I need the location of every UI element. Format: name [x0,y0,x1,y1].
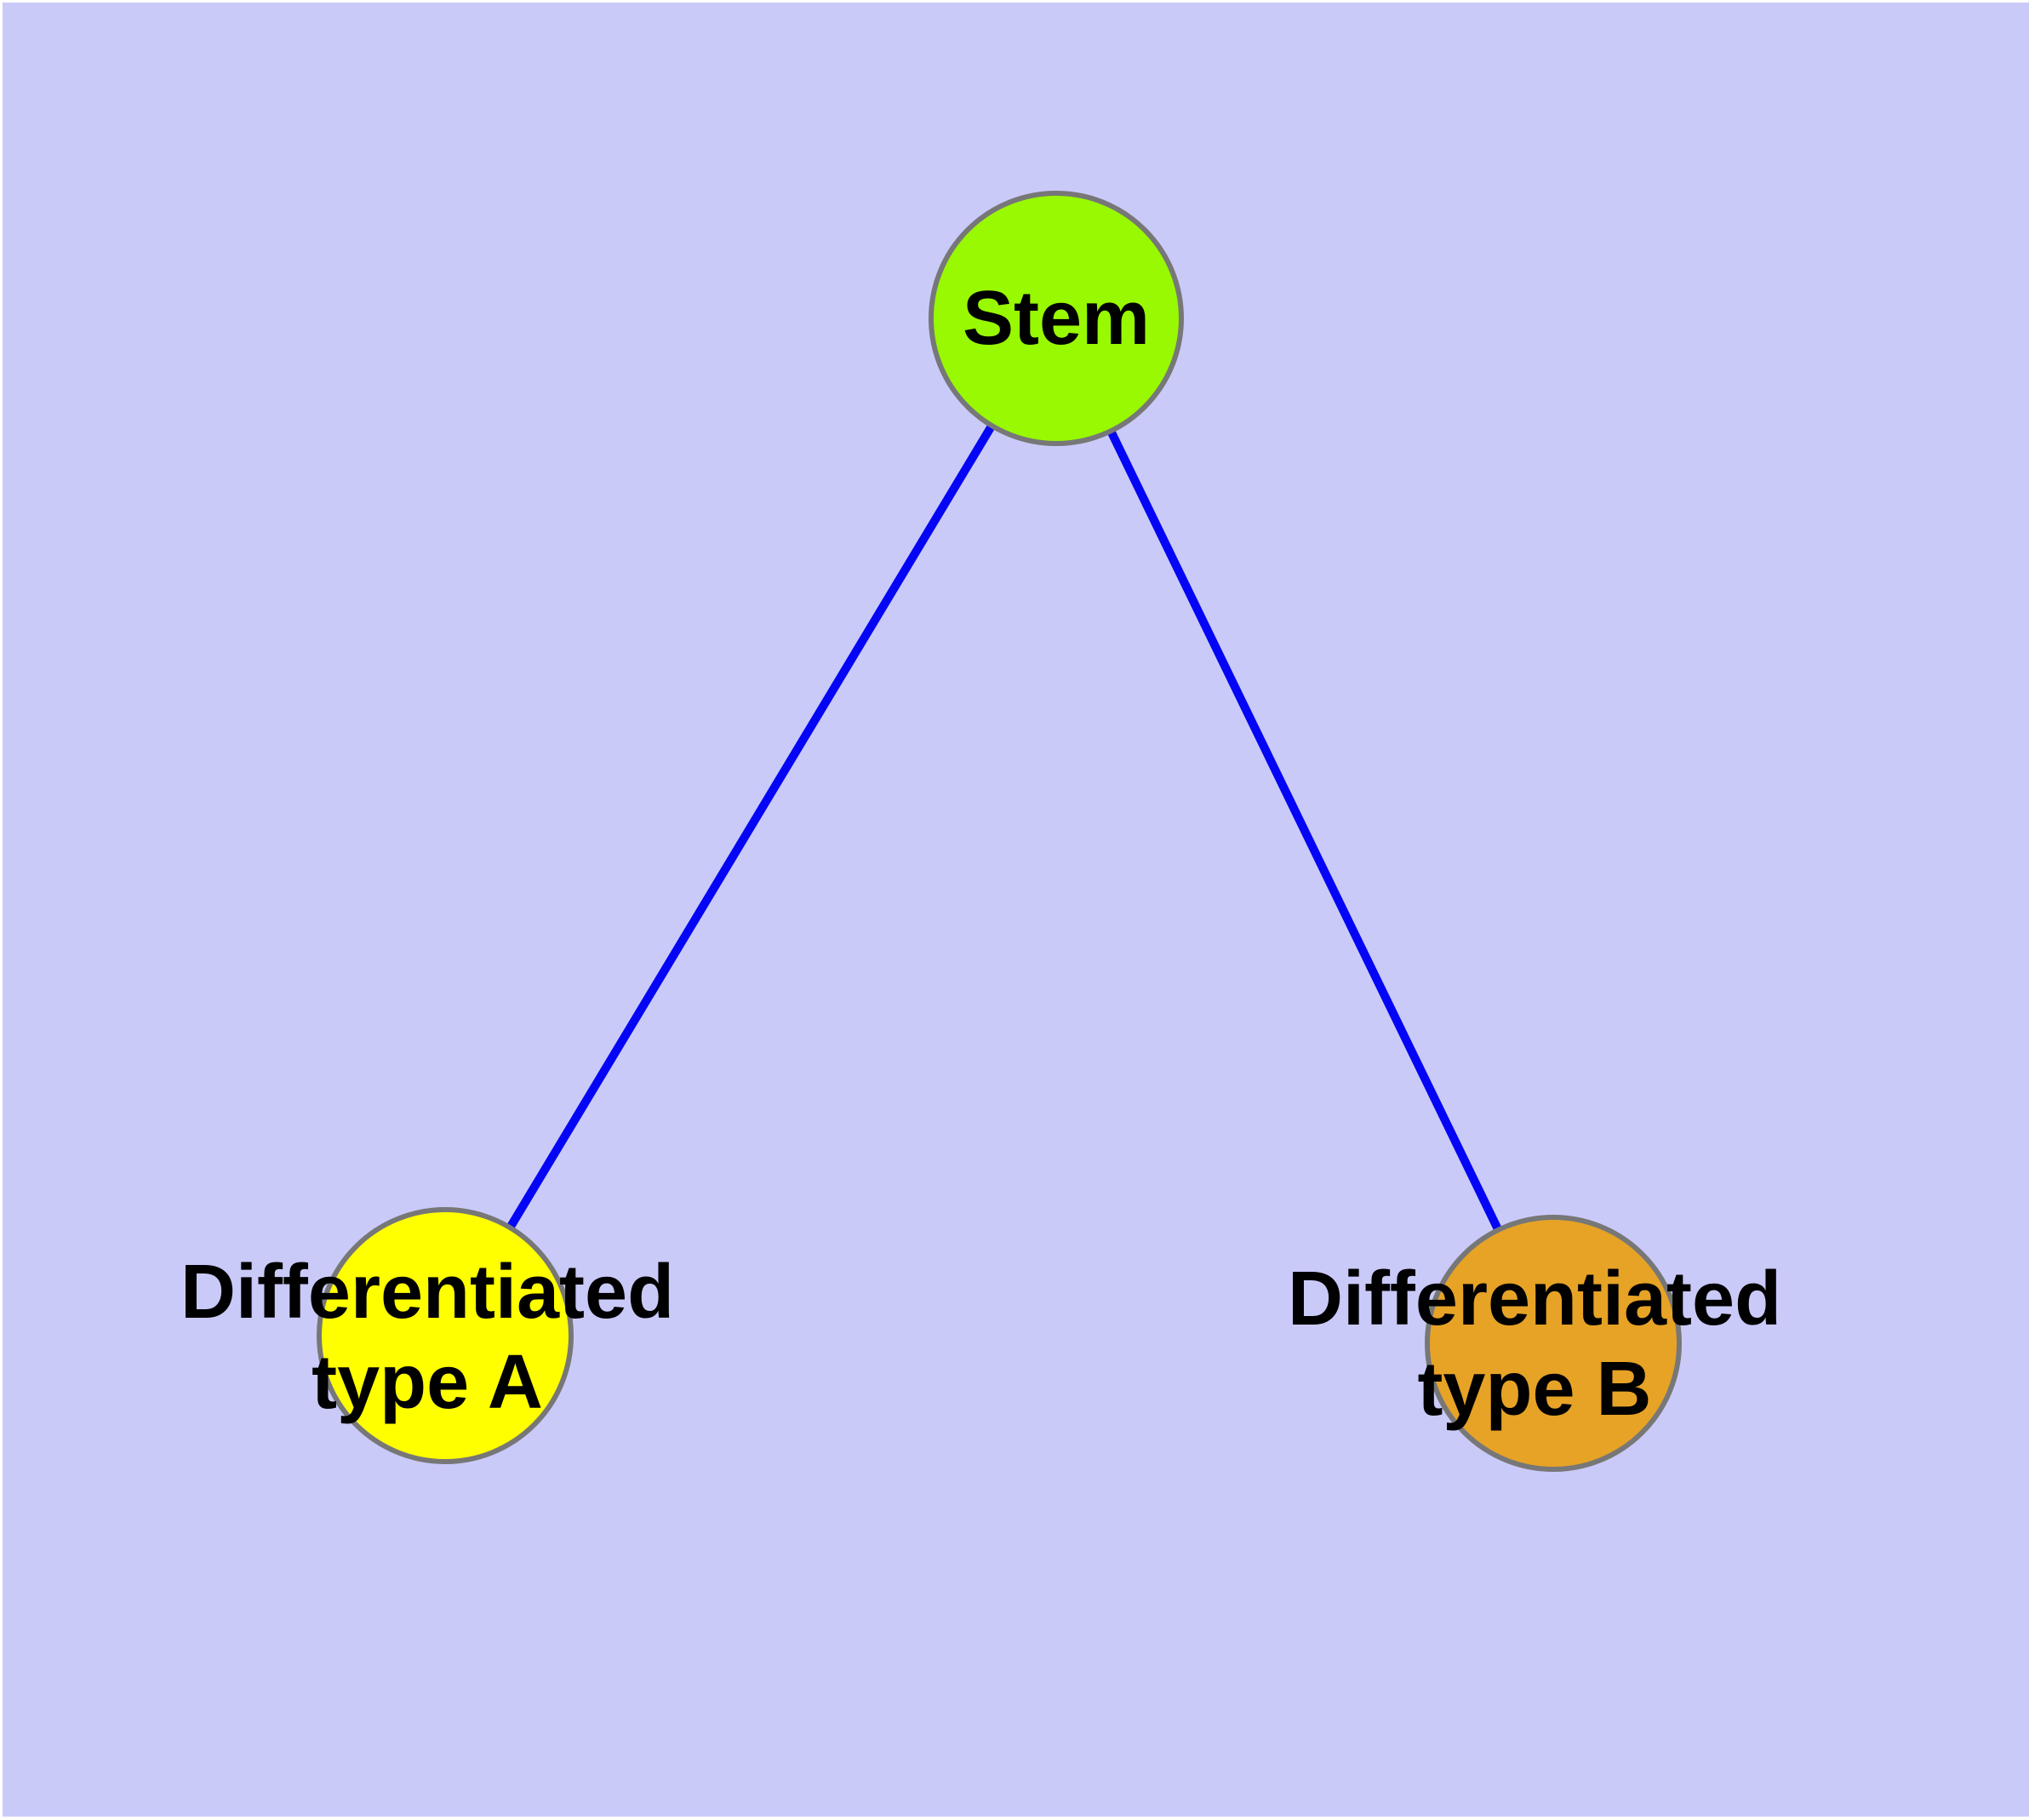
node-differentiated-type-a[interactable] [317,1207,574,1464]
edge-layer [441,316,1557,1346]
edge-stem-to-type-a [441,316,1060,1338]
node-differentiated-type-b[interactable] [1425,1215,1682,1472]
node-stem[interactable] [929,191,1184,446]
edge-stem-to-type-b [1052,316,1557,1346]
diagram-canvas: Stem Differentiated type A Differentiate… [3,3,2029,1817]
